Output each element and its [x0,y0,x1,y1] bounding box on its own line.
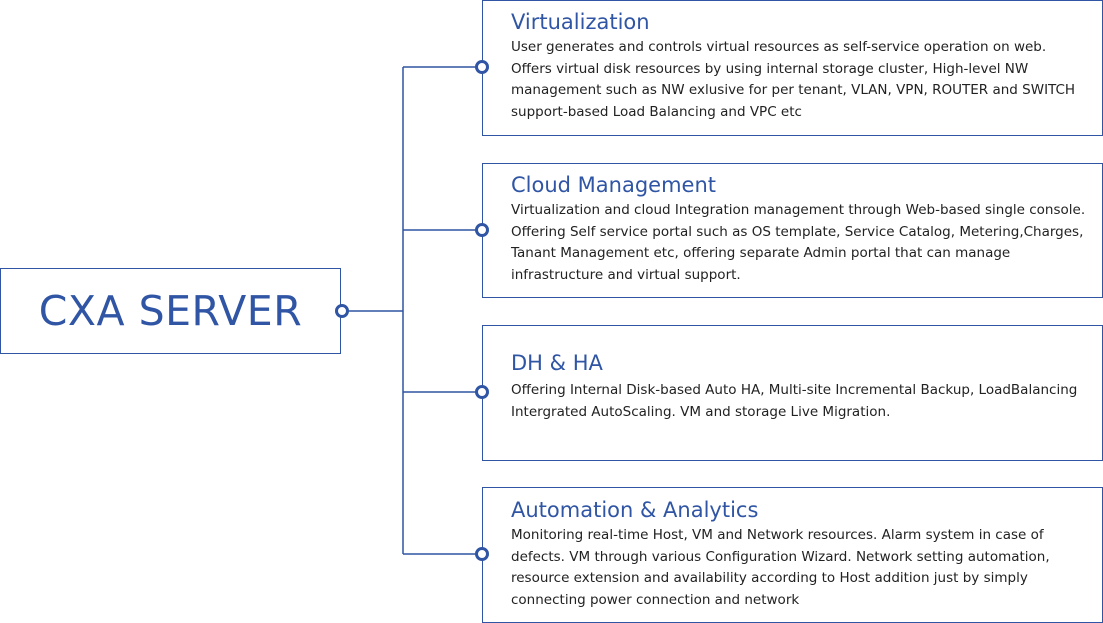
card-description-line: Monitoring real-time Host, VM and Networ… [511,527,1044,543]
card-description: Monitoring real-time Host, VM and Networ… [511,525,1102,611]
card-description-line: management such as NW exlusive for per t… [511,82,1076,98]
card-title: DH & HA [511,351,603,375]
card-title: Cloud Management [511,173,716,197]
card-description-line: Offering Internal Disk-based Auto HA, Mu… [511,382,1078,398]
card-description-line: infrastructure and virtual support. [511,266,741,283]
card-description-line: Intergrated AutoScaling. VM and storage … [511,403,891,420]
card-description-line: User generates and controls virtual reso… [511,39,1047,55]
card-description: Virtualization and cloud Integration man… [511,200,1102,286]
card-description-line: Offering Self service portal such as OS … [511,223,1084,240]
card-description-line: Offers virtual disk resources by using i… [511,60,1029,77]
card-description-line: defects. VM through various Configuratio… [511,548,1050,565]
card-title: Virtualization [511,10,650,34]
card-description-line: Tanant Management etc, offering separate… [511,245,1011,261]
card-automation-analytics: Automation & Analytics Monitoring real-t… [482,487,1103,623]
card-description-line: support-based Load Balancing and VPC etc [511,103,802,120]
card-dh-ha: DH & HA Offering Internal Disk-based Aut… [482,325,1103,461]
root-node-label: CXA SERVER [38,287,303,335]
card-description: Offering Internal Disk-based Auto HA, Mu… [511,380,1102,423]
root-node-box: CXA SERVER [0,268,341,354]
card-description-line: connecting power connection and network [511,591,800,608]
card-description-line: resource extension and availability acco… [511,570,1028,586]
card-title: Automation & Analytics [511,498,759,522]
card-description-line: Virtualization and cloud Integration man… [511,202,1086,218]
card-description: User generates and controls virtual reso… [511,37,1102,123]
card-virtualization: Virtualization User generates and contro… [482,0,1103,136]
card-cloud-management: Cloud Management Virtualization and clou… [482,163,1103,298]
